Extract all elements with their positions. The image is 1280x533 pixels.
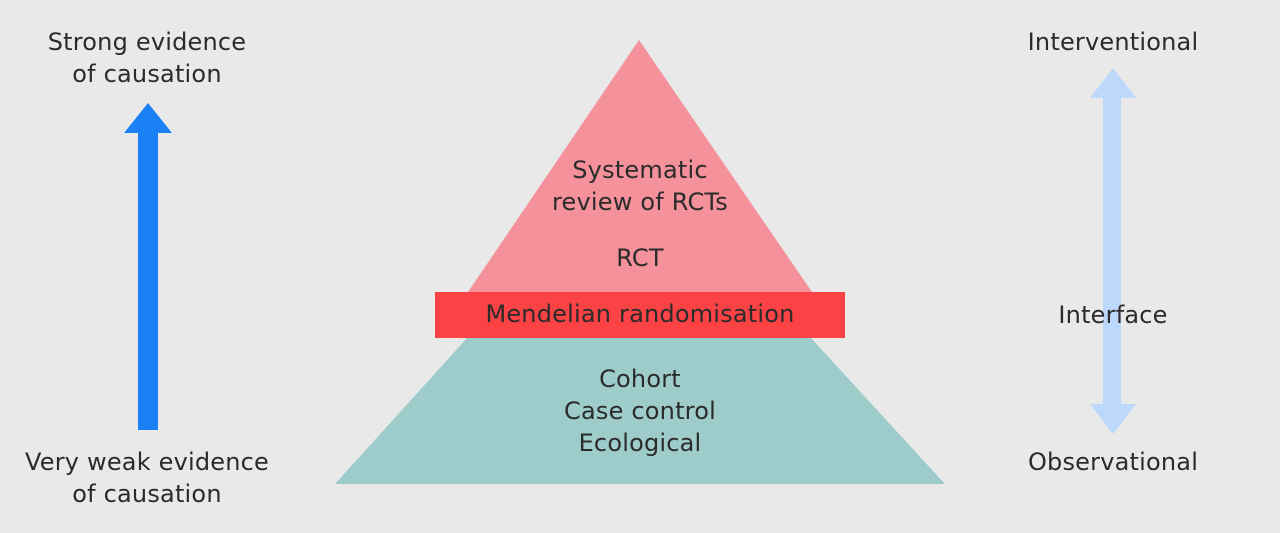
rct-label: RCT [616,244,664,272]
interventional-label: Interventional [1027,28,1199,56]
observational-label: Observational [1027,448,1199,476]
observational-designs-label: Cohort Case control Ecological [564,365,716,457]
strong-evidence-label: Strong evidence of causation [47,28,247,88]
weak-evidence-label: Very weak evidence of causation [24,448,270,508]
pyramid-middle-band [435,292,845,338]
interface-label: Interface [1058,301,1168,329]
left-arrow-shaft [138,130,158,430]
pyramid-top-triangle [468,40,812,292]
right-double-arrow [1090,68,1136,434]
systematic-review-label: Systematic review of RCTs [552,156,728,216]
pyramid-base-trapezoid [335,338,945,484]
left-evidence-arrow [124,103,172,430]
right-arrow-head-down [1090,404,1136,434]
right-arrow-shaft [1103,96,1121,408]
right-arrow-head-up [1090,68,1136,98]
left-arrow-head [124,103,172,133]
mendelian-randomisation-label: Mendelian randomisation [485,300,795,328]
